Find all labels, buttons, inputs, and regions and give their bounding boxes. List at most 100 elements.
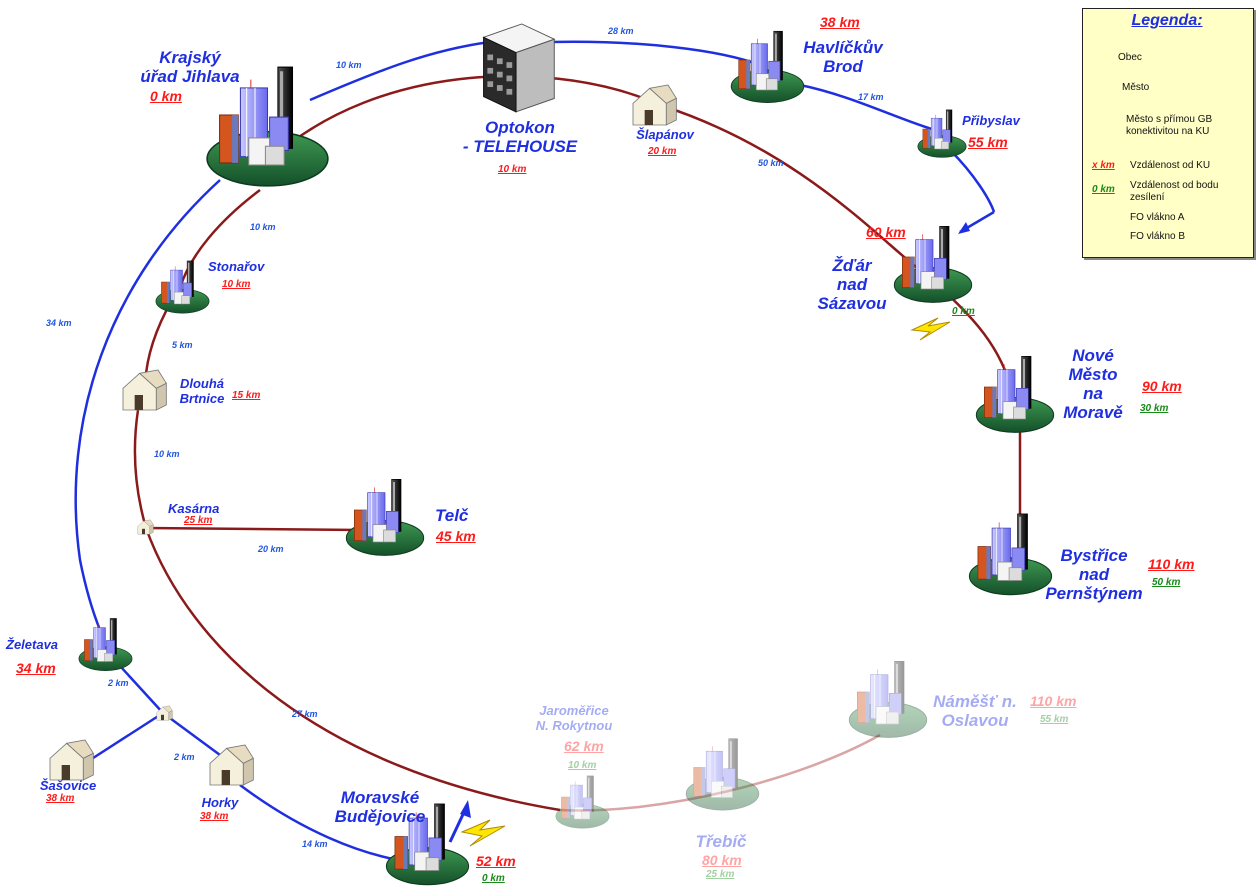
legend-sample-green-km: 0 km — [1092, 184, 1115, 195]
city-icon-zdar — [893, 225, 973, 304]
segment-label-jihlava-stonarov: 10 km — [250, 222, 276, 232]
fiber-a-jihlava-stonarov — [178, 189, 261, 289]
node-km-green-jaromerice: 10 km — [568, 760, 597, 771]
node-km-jaromerice: 62 km — [564, 738, 604, 754]
node-km-optokon: 10 km — [498, 164, 527, 175]
segment-label-stonarov-dlouha: 5 km — [172, 340, 193, 350]
node-name-namest: Náměšť n. Oslavou — [933, 692, 1017, 731]
house-icon-slapanov — [632, 84, 677, 126]
node-km-zeletava: 34 km — [16, 660, 56, 676]
node-km-jihlava: 0 km — [150, 88, 182, 104]
arrow-head-moravske — [460, 800, 471, 818]
legend-label-obec: Obec — [1118, 52, 1142, 63]
node-name-jaromerice: Jaroměřice N. Rokytnou — [535, 703, 613, 733]
node-km-namest: 110 km — [1030, 693, 1077, 709]
city-icon-jaromerice — [555, 775, 610, 829]
city-icon-stonarov — [155, 260, 210, 314]
faded-cities — [555, 660, 928, 829]
fiber-a-slapanov-zdar — [659, 103, 921, 271]
segment-label-optokon-havlickuv: 28 km — [608, 26, 634, 36]
node-name-moravske: Moravské Budějovice — [334, 788, 426, 827]
fiber-b-pribyslav-bend — [949, 149, 996, 213]
segment-label-jihlava-optokon: 10 km — [336, 60, 362, 70]
node-km-green-zdar: 0 km — [952, 306, 975, 317]
node-km-moravske: 52 km — [476, 853, 516, 869]
segment-label-dlouha-kasarna: 10 km — [154, 449, 180, 459]
fiber-b-optokon-havlickuv — [549, 40, 761, 67]
lightning-icon-moravske — [460, 819, 506, 847]
node-km-horky: 38 km — [200, 811, 229, 822]
fiber-a-kasarna-moravske — [144, 527, 561, 812]
legend-label-fiber-a: FO vlákno A — [1130, 212, 1185, 223]
server-icon-optokon — [483, 23, 555, 113]
legend-box — [1082, 8, 1254, 258]
fiber-a-jihlava-optokon-slapanov — [269, 74, 661, 161]
node-name-kasarna: Kasárna — [168, 501, 220, 516]
city-icon-trebic — [685, 738, 760, 811]
node-name-optokon: Optokon - TELEHOUSE — [462, 118, 578, 157]
segment-label-havlickuv-pribyslav: 17 km — [858, 92, 884, 102]
node-km-slapanov: 20 km — [648, 146, 677, 157]
node-km-trebic: 80 km — [702, 852, 742, 868]
lightning-icon-zdar — [910, 317, 951, 341]
node-km-green-namest: 55 km — [1040, 714, 1069, 725]
legend-label-mesto-gb: Město s přímou GB konektivitou na KU — [1126, 114, 1213, 137]
fiber-b-havlickuv-pribyslav — [799, 83, 936, 132]
city-icon-namest — [848, 660, 928, 738]
segment-label-horky-moravske: 14 km — [302, 839, 328, 849]
fiber-a-kasarna-telc — [145, 526, 361, 532]
node-km-havlickuv: 38 km — [820, 14, 860, 30]
node-name-sasovice: Šašovice — [39, 778, 97, 793]
segment-label-junction-horky: 2 km — [174, 752, 195, 762]
node-name-trebic: Třebíč — [695, 832, 747, 851]
arrow-head-zdar — [958, 222, 970, 234]
node-km-green-moravske: 0 km — [482, 873, 505, 884]
house-icon-dlouha — [122, 369, 167, 411]
fiber-b-junction-horky — [162, 711, 221, 757]
house-icon-kasarna — [137, 519, 154, 535]
node-km-green-trebic: 25 km — [706, 869, 735, 880]
fiber-b-jihlava-zeletava — [74, 179, 221, 631]
node-km-zdar: 60 km — [866, 224, 906, 240]
node-name-jihlava: Krajský úřad Jihlava — [140, 48, 240, 87]
segment-label-zeletava-junction: 2 km — [108, 678, 129, 688]
city-icon-nove-mesto — [975, 355, 1055, 433]
node-name-stonarov: Stonařov — [208, 259, 265, 274]
node-name-havlickuv: Havlíčkův Brod — [803, 38, 883, 77]
legend-label-fiber-b: FO vlákno B — [1130, 231, 1186, 242]
fiber-a-dlouha-kasarna — [133, 409, 148, 529]
legend-label-vzdalenost-ku: Vzdálenost od KU — [1130, 160, 1211, 171]
city-icon-havlickuv — [730, 30, 805, 104]
node-name-pribyslav: Přibyslav — [962, 113, 1020, 128]
node-km-kasarna: 25 km — [184, 515, 213, 526]
node-name-telc: Telč — [435, 506, 469, 525]
fiber-b-jihlava-optokon — [309, 40, 491, 102]
node-name-dlouha: Dlouhá Brtnice — [179, 376, 225, 406]
segment-label-kasarna-telc: 20 km — [258, 544, 284, 554]
node-km-sasovice: 38 km — [46, 793, 75, 804]
node-km-green-nove-mesto: 30 km — [1140, 403, 1169, 414]
node-name-zdar: Žďár nad Sázavou — [817, 256, 887, 314]
node-km-dlouha: 15 km — [232, 390, 261, 401]
node-name-bystrice: Bystřice nad Pernštýnem — [1045, 546, 1143, 604]
city-icon-zeletava — [78, 617, 133, 672]
node-km-nove-mesto: 90 km — [1142, 378, 1182, 394]
node-km-stonarov: 10 km — [222, 279, 251, 290]
node-km-green-bystrice: 50 km — [1152, 577, 1181, 588]
node-km-bystrice: 110 km — [1148, 556, 1195, 572]
node-name-slapanov: Šlapánov — [636, 127, 694, 142]
node-name-zeletava: Želetava — [6, 637, 59, 652]
legend-sample-red-km: x km — [1092, 160, 1115, 171]
house-icon-sasovice — [49, 739, 94, 781]
node-km-telc: 45 km — [436, 528, 476, 544]
segment-label-jihlava-zeletava: 34 km — [46, 318, 72, 328]
legend-title: Legenda: — [1131, 12, 1203, 29]
fiber-b-junction-sasovice — [89, 711, 164, 762]
node-km-pribyslav: 55 km — [968, 134, 1008, 150]
legend-label-mesto: Město — [1122, 82, 1150, 93]
legend-label-vzdalenost-zesileni: Vzdálenost od bodu zesílení — [1130, 180, 1219, 203]
city-icon-telc — [345, 478, 425, 556]
segment-label-kasarna-moravske: 27 km — [292, 709, 318, 719]
